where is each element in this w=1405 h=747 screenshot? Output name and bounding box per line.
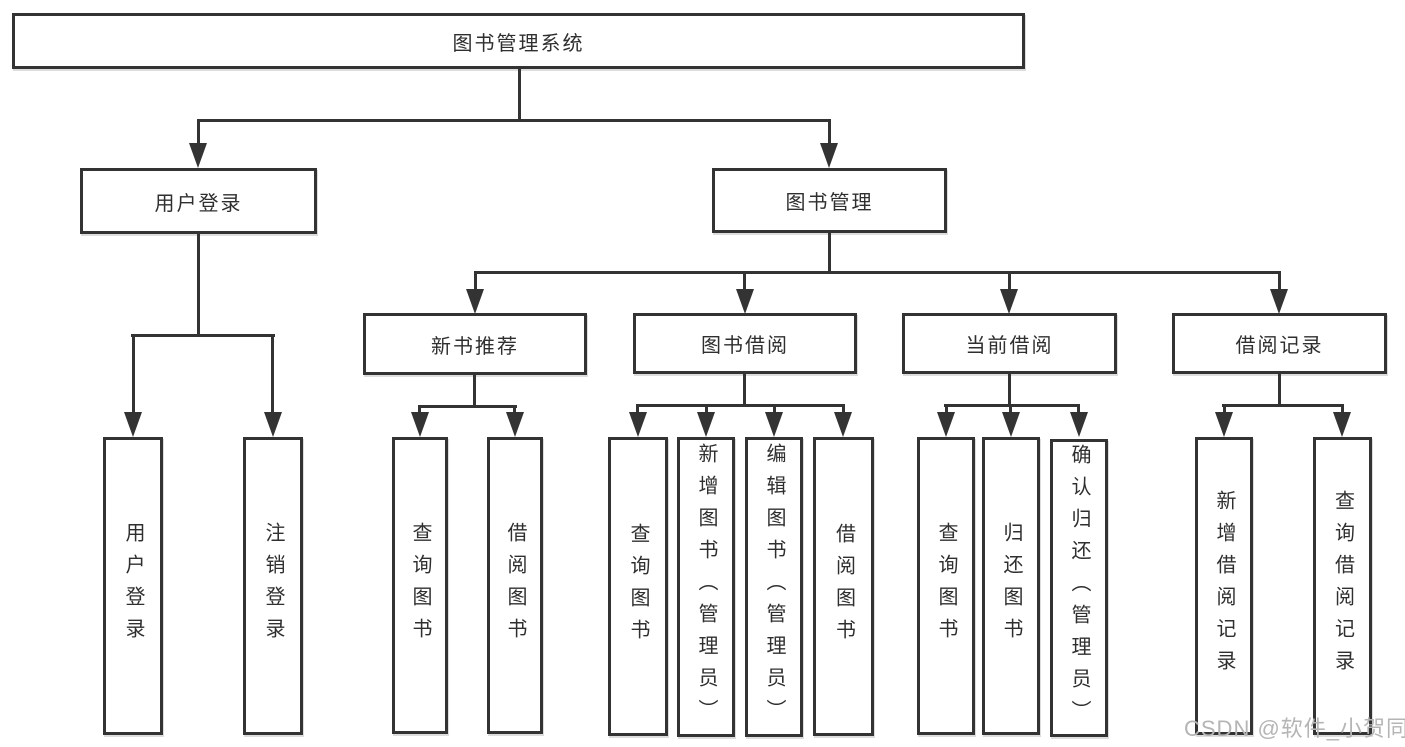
leaf-br-query-record: 查询借阅记录 [1313, 437, 1372, 735]
edge-book-borrow-stem [743, 373, 746, 407]
edge-root-stem [518, 68, 521, 120]
leaf-bb-borrow-books-label: 借阅图书 [832, 522, 855, 651]
node-new-books-label: 新书推荐 [431, 335, 519, 358]
arrowhead-to-book-mgmt [820, 143, 838, 168]
node-book-mgmt-label: 图书管理 [785, 192, 874, 214]
leaf-cb-confirm-return-admin-label: 确认归还（管理员） [1068, 444, 1090, 732]
edge-borrow-records-stem [1278, 373, 1281, 407]
edge-drop-nb-borrow [513, 405, 516, 415]
leaf-bb-query-books-label: 查询图书 [627, 522, 649, 651]
node-new-books: 新书推荐 [363, 313, 587, 375]
leaf-nb-borrow-books: 借阅图书 [487, 437, 543, 734]
arrowhead-to-nb-borrow [506, 412, 524, 437]
arrowhead-to-cb-return [1002, 412, 1020, 437]
arrowhead-to-login-leaf [124, 412, 142, 437]
arrowhead-to-nb-query [411, 412, 429, 437]
leaf-nb-borrow-books-label: 借阅图书 [504, 521, 526, 650]
node-book-borrow: 图书借阅 [633, 313, 857, 374]
edge-drop-cb-confirm [1077, 404, 1080, 414]
leaf-cb-return-books: 归还图书 [982, 437, 1040, 735]
edge-drop-nb-query [418, 405, 421, 415]
arrowhead-to-book-borrow [736, 289, 754, 314]
leaf-br-query-record-label: 查询借阅记录 [1331, 490, 1354, 682]
arrowhead-to-bb-edit [765, 412, 783, 437]
csdn-watermark: CSDN @软件_小贺同学 [1184, 716, 1405, 741]
node-borrow-records-label: 借阅记录 [1235, 335, 1324, 357]
edge-current-borrow-rail [944, 404, 1080, 407]
leaf-bb-query-books: 查询图书 [608, 437, 668, 736]
leaf-cb-query-books-label: 查询图书 [935, 522, 957, 650]
edge-book-mgmt-stem [828, 232, 831, 273]
arrowhead-to-logout-leaf [264, 412, 282, 437]
edge-drop-bb-add [705, 404, 708, 414]
node-current-borrow: 当前借阅 [902, 313, 1117, 374]
edge-drop-login-leaf [132, 334, 135, 414]
edge-new-books-stem [473, 374, 476, 408]
leaf-bb-add-books-admin: 新增图书（管理员） [677, 437, 735, 737]
edge-user-login-rail [131, 334, 275, 337]
node-library-system-label: 图书管理系统 [452, 32, 585, 55]
edge-drop-cb-query [945, 404, 948, 414]
edge-borrow-records-rail [1222, 404, 1344, 407]
edge-new-books-rail [418, 405, 517, 408]
leaf-nb-query-books: 查询图书 [392, 437, 448, 734]
leaf-logout: 注销登录 [243, 437, 303, 735]
leaf-cb-confirm-return-admin: 确认归还（管理员） [1050, 439, 1108, 737]
leaf-br-add-record: 新增借阅记录 [1195, 437, 1253, 735]
arrowhead-to-br-add [1215, 412, 1233, 437]
leaf-user-login-label: 用户登录 [122, 522, 144, 650]
edge-book-borrow-rail [636, 404, 845, 407]
arrowhead-to-br-query [1333, 412, 1351, 437]
edge-drop-logout-leaf [271, 334, 274, 414]
arrowhead-to-current-borrow [1000, 289, 1018, 314]
edge-drop-bb-edit [773, 404, 776, 414]
edge-current-borrow-stem [1008, 373, 1011, 407]
arrowhead-to-cb-confirm [1070, 412, 1088, 437]
node-library-system: 图书管理系统 [12, 13, 1025, 69]
edge-drop-bb-query [636, 404, 639, 414]
edge-drop-borrow-records [1278, 271, 1281, 291]
edge-drop-br-query [1341, 404, 1344, 414]
arrowhead-to-user-login [189, 143, 207, 168]
edge-drop-new-books [474, 271, 477, 291]
leaf-logout-label: 注销登录 [262, 522, 284, 650]
edge-root-drop-user-login [197, 119, 200, 146]
node-borrow-records: 借阅记录 [1172, 313, 1387, 374]
leaf-bb-borrow-books: 借阅图书 [813, 437, 874, 736]
edge-drop-book-borrow [743, 271, 746, 291]
leaf-cb-query-books: 查询图书 [917, 437, 975, 735]
edge-root-rail [197, 119, 831, 122]
node-user-login: 用户登录 [80, 168, 317, 234]
edge-drop-cb-return [1009, 404, 1012, 414]
node-book-borrow-label: 图书借阅 [701, 335, 789, 357]
node-current-borrow-label: 当前借阅 [965, 335, 1054, 357]
arrowhead-to-new-books [466, 289, 484, 314]
arrowhead-to-borrow-records [1270, 289, 1288, 314]
leaf-nb-query-books-label: 查询图书 [409, 521, 431, 650]
leaf-user-login: 用户登录 [103, 437, 163, 735]
node-book-mgmt: 图书管理 [712, 168, 947, 233]
leaf-cb-return-books-label: 归还图书 [1000, 522, 1022, 650]
arrowhead-to-bb-query [629, 412, 647, 437]
leaf-bb-edit-books-admin-label: 编辑图书（管理员） [763, 443, 785, 731]
arrowhead-to-bb-borrow [834, 412, 852, 437]
edge-drop-current-borrow [1008, 271, 1011, 291]
leaf-bb-edit-books-admin: 编辑图书（管理员） [745, 437, 803, 737]
edge-drop-br-add [1223, 404, 1226, 414]
edge-root-drop-book-mgmt [828, 119, 831, 146]
leaf-br-add-record-label: 新增借阅记录 [1213, 490, 1235, 682]
edge-user-login-stem [197, 233, 200, 336]
arrowhead-to-cb-query [937, 412, 955, 437]
edge-book-mgmt-rail [474, 271, 1281, 274]
edge-drop-bb-borrow [842, 404, 845, 414]
node-user-login-label: 用户登录 [154, 192, 243, 215]
arrowhead-to-bb-add [697, 412, 715, 437]
leaf-bb-add-books-admin-label: 新增图书（管理员） [695, 443, 717, 731]
